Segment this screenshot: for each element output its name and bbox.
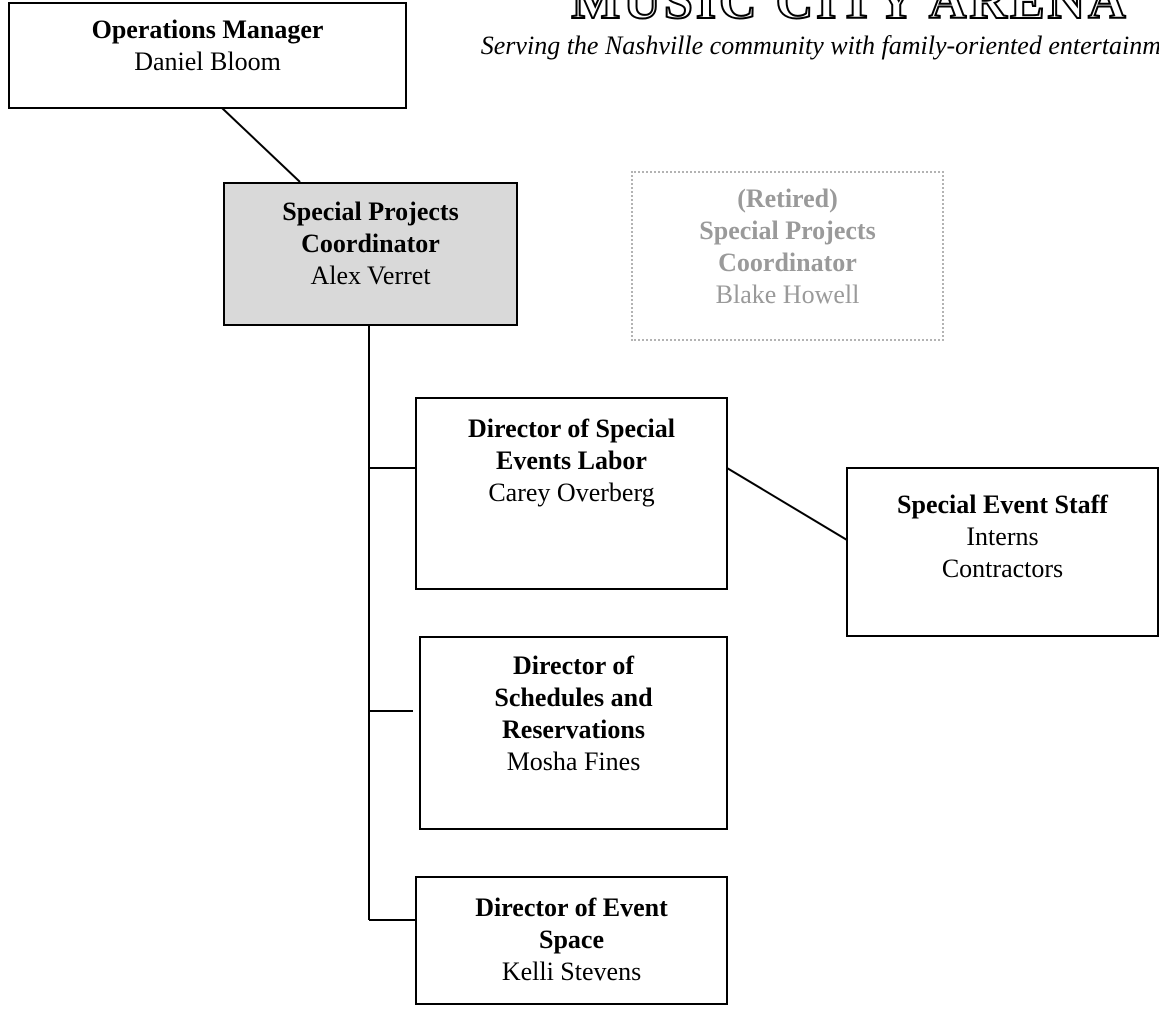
node-retired-coordinator: (Retired) Special Projects Coordinator B… [631,171,944,341]
node-role: Director of Event Space [475,893,668,954]
node-role: Director of Schedules and Reservations [494,651,653,744]
node-name: Blake Howell [715,280,860,309]
node-special-event-staff: Special Event Staff Interns Contractors [846,467,1159,637]
header: Music City Arena Serving the Nashville c… [470,0,1159,62]
node-role: Operations Manager [91,15,324,44]
node-special-projects-coordinator: Special Projects Coordinator Alex Verret [223,182,518,326]
node-status: (Retired) [737,184,838,213]
node-role: Director of Special Events Labor [468,414,675,475]
node-director-event-space: Director of Event Space Kelli Stevens [415,876,728,1005]
node-operations-manager: Operations Manager Daniel Bloom [8,2,407,109]
connector-labor-to-staff [726,467,848,541]
node-name: Alex Verret [310,261,431,290]
connector-ops-to-coordinator [221,107,301,183]
node-role: Special Projects Coordinator [282,197,459,258]
node-name: Mosha Fines [506,747,641,776]
node-director-schedules-reservations: Director of Schedules and Reservations M… [419,636,728,830]
node-member: Contractors [941,554,1064,583]
node-role: Special Projects Coordinator [699,216,876,277]
tagline: Serving the Nashville community with fam… [480,31,1159,60]
node-name: Carey Overberg [488,478,655,507]
page-title: Music City Arena [570,0,1129,31]
node-name: Daniel Bloom [134,47,281,76]
node-role: Special Event Staff [897,490,1108,519]
node-director-special-events-labor: Director of Special Events Labor Carey O… [415,397,728,590]
node-name: Kelli Stevens [501,957,642,986]
node-member: Interns [966,522,1039,551]
